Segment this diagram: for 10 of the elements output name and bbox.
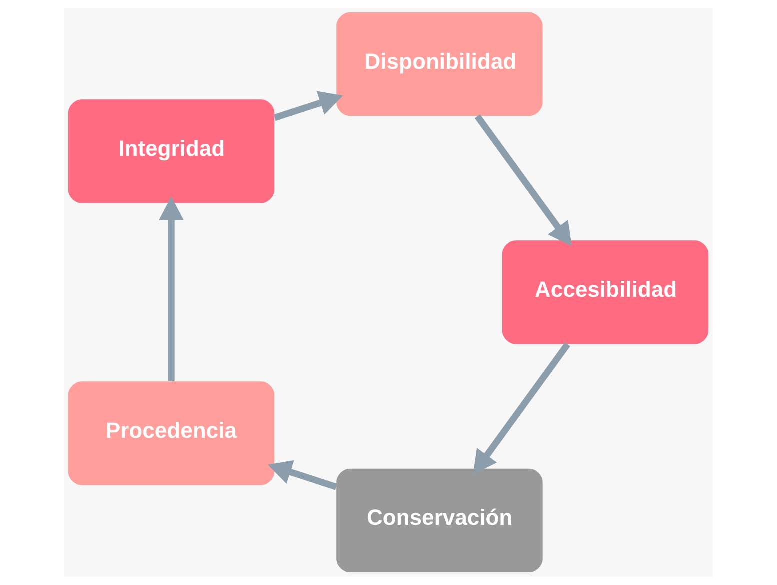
arrow: [474, 114, 572, 246]
node-box: Conservación: [336, 468, 543, 572]
node-box: Integridad: [68, 100, 275, 204]
node-box: Accesibilidad: [502, 240, 709, 344]
arrow: [268, 460, 338, 490]
arrow: [274, 91, 344, 122]
node-box: Procedencia: [68, 382, 275, 486]
node-box: Disponibilidad: [336, 12, 543, 116]
arrow: [159, 196, 184, 382]
arrow: [473, 342, 570, 475]
